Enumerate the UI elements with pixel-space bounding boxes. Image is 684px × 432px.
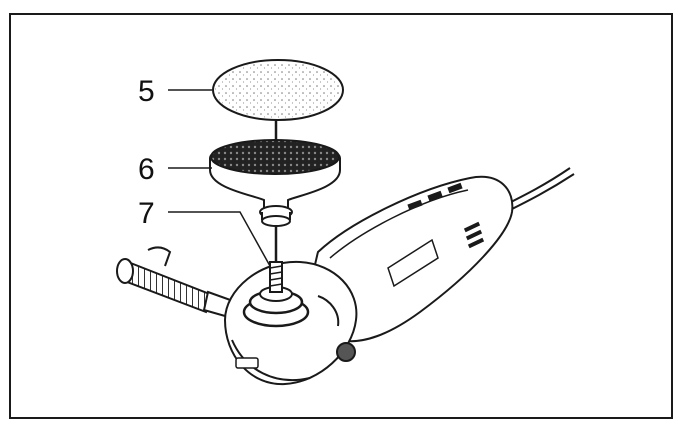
sanding-sheet [212,59,344,121]
side-handle [116,246,238,320]
callout-7: 7 [138,197,155,230]
vent-slots [407,182,485,249]
spindle-flange [242,286,310,328]
callout-6: 6 [138,153,155,186]
spindle-thread [269,261,283,293]
leader-line-7 [168,211,271,267]
backing-pad [209,139,341,227]
power-cord [504,167,575,212]
callout-5: 5 [138,75,155,108]
